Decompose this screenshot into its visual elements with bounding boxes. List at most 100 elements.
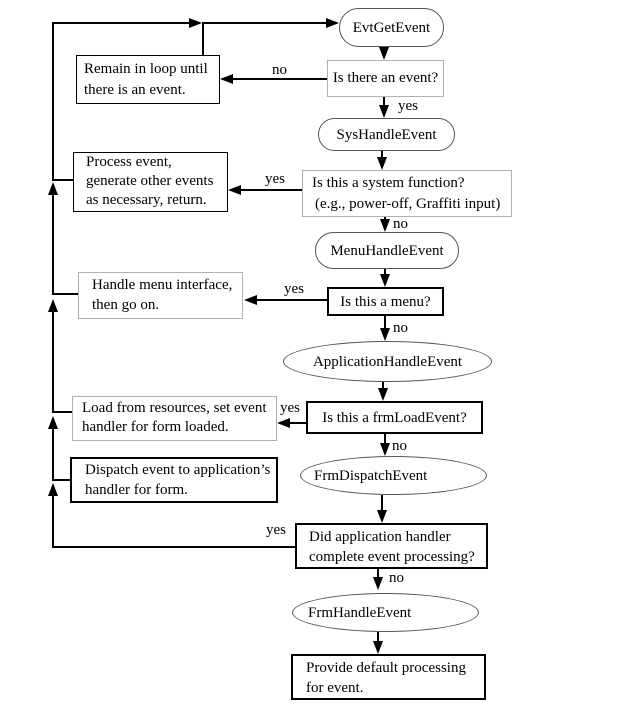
- node-line: Is this a system function?: [312, 175, 465, 191]
- connector-remain-to-top: [202, 22, 204, 55]
- edge-label-yes: yes: [280, 400, 300, 416]
- arrowhead-down-isthere: [379, 47, 389, 60]
- node-label: MenuHandleEvent: [330, 242, 444, 259]
- arrowhead-down-app: [380, 328, 390, 341]
- node-line: (e.g., power-off, Graffiti input): [315, 196, 501, 212]
- node-line: Process event,: [86, 154, 172, 170]
- node-label: Is this a frmLoadEvent?: [322, 410, 467, 426]
- arrowhead-down-sys: [379, 105, 389, 118]
- arrowhead-down-frmdispatch: [380, 443, 390, 456]
- edge-label-yes: yes: [284, 281, 304, 297]
- node-is-system-function: Is this a system function? (e.g., power-…: [302, 170, 512, 217]
- edge-label-yes: yes: [265, 171, 285, 187]
- connector-return4-vertical: [52, 428, 54, 481]
- node-is-there-event: Is there an event?: [327, 60, 444, 97]
- node-dispatch-event: Dispatch event to application’s handler …: [70, 457, 278, 503]
- edge-label-yes: yes: [398, 98, 418, 114]
- node-label: ApplicationHandleEvent: [312, 353, 463, 370]
- node-label: Is this a menu?: [340, 294, 431, 310]
- edge-label-no: no: [393, 320, 408, 336]
- edge-label-yes: yes: [266, 522, 286, 538]
- node-label: Is there an event?: [332, 70, 439, 86]
- node-frm-handle-event: FrmHandleEvent: [292, 593, 479, 632]
- connector-yes-handlemenu: [254, 299, 327, 301]
- connector-yes-load: [288, 422, 306, 424]
- arrowhead-down-did: [377, 510, 387, 523]
- arrowhead-down-isfrmload: [378, 388, 388, 401]
- arrowhead-left-handlemenu: [244, 295, 257, 305]
- arrowhead-down-frmhandle: [373, 577, 383, 590]
- node-remain-loop: Remain in loop until there is an event.: [76, 55, 220, 104]
- node-line: handler for form loaded.: [82, 419, 229, 435]
- node-line: Load from resources, set event: [82, 400, 267, 416]
- node-label: SysHandleEvent: [336, 126, 437, 143]
- node-process-event: Process event, generate other events as …: [73, 152, 228, 212]
- node-label: FrmHandleEvent: [308, 604, 412, 621]
- arrowhead-down-ismenu: [380, 274, 390, 287]
- connector-return2-vertical: [52, 194, 54, 295]
- arrowhead-left-process: [228, 185, 241, 195]
- node-line: complete event processing?: [309, 549, 475, 565]
- node-load-resources: Load from resources, set event handler f…: [72, 396, 277, 441]
- edge-label-no: no: [392, 438, 407, 454]
- connector-menu-ismenu: [384, 269, 386, 275]
- arrowhead-right-evtgetevent: [326, 18, 339, 28]
- node-evt-get-event: EvtGetEvent: [339, 8, 444, 47]
- arrowhead-down-sysfunc: [377, 157, 387, 170]
- node-provide-default: Provide default processing for event.: [291, 654, 486, 700]
- arrowhead-down-provide: [373, 641, 383, 654]
- node-label: EvtGetEvent: [352, 19, 431, 36]
- connector-no-remain: [230, 78, 327, 80]
- arrowhead-right-junction: [189, 18, 202, 28]
- connector-sys-sysfunc: [381, 151, 383, 159]
- arrowhead-left-load: [277, 418, 290, 428]
- connector-return5-vertical: [52, 495, 54, 548]
- connector-app-isfrmload: [382, 382, 384, 389]
- connector-return5-horizontal: [52, 546, 295, 548]
- node-line: Did application handler: [309, 529, 451, 545]
- arrowhead-up-return4: [48, 416, 58, 429]
- connector-return3-vertical: [52, 311, 54, 413]
- node-did-handler-complete: Did application handler complete event p…: [295, 523, 488, 569]
- arrowhead-up-return3: [48, 299, 58, 312]
- connector-yes-process: [238, 189, 302, 191]
- connector-return1-vertical: [52, 22, 54, 181]
- node-line: then go on.: [92, 297, 160, 313]
- node-line: Provide default processing: [306, 660, 466, 676]
- node-line: generate other events: [86, 173, 214, 189]
- connector-loop-top-right: [203, 22, 326, 24]
- connector-frmdispatch-did: [381, 495, 383, 511]
- node-handle-menu: Handle menu interface, then go on.: [78, 272, 243, 319]
- node-line: for event.: [306, 680, 364, 696]
- node-line: Remain in loop until: [84, 61, 208, 77]
- arrowhead-down-menu: [380, 219, 390, 232]
- node-frm-dispatch-event: FrmDispatchEvent: [300, 456, 487, 495]
- connector-return2-horizontal: [52, 293, 78, 295]
- node-is-menu: Is this a menu?: [327, 287, 444, 316]
- connector-return3-horizontal: [52, 411, 72, 413]
- connector-isthere-sys: [383, 97, 385, 107]
- node-application-handle-event: ApplicationHandleEvent: [283, 341, 492, 382]
- node-line: handler for form.: [85, 482, 188, 498]
- arrowhead-up-return2: [48, 182, 58, 195]
- connector-isfrmload-frmdispatch: [384, 434, 386, 445]
- connector-return1-horizontal: [52, 179, 73, 181]
- node-is-frm-load-event: Is this a frmLoadEvent?: [306, 401, 483, 434]
- node-line: there is an event.: [84, 82, 186, 98]
- node-menu-handle-event: MenuHandleEvent: [315, 232, 459, 269]
- node-line: as necessary, return.: [86, 192, 207, 208]
- node-label: FrmDispatchEvent: [314, 467, 428, 484]
- arrowhead-up-return5: [48, 483, 58, 496]
- connector-ismenu-app: [384, 316, 386, 330]
- connector-return4-horizontal: [52, 479, 70, 481]
- node-line: Handle menu interface,: [92, 277, 233, 293]
- arrowhead-left-remain: [220, 74, 233, 84]
- connector-did-frmhandle: [377, 567, 379, 578]
- edge-label-no: no: [393, 216, 408, 232]
- node-line: Dispatch event to application’s: [85, 462, 271, 478]
- connector-frmhandle-provide: [377, 632, 379, 642]
- connector-loop-top-left: [52, 22, 200, 24]
- node-sys-handle-event: SysHandleEvent: [318, 118, 455, 151]
- edge-label-no: no: [272, 62, 287, 78]
